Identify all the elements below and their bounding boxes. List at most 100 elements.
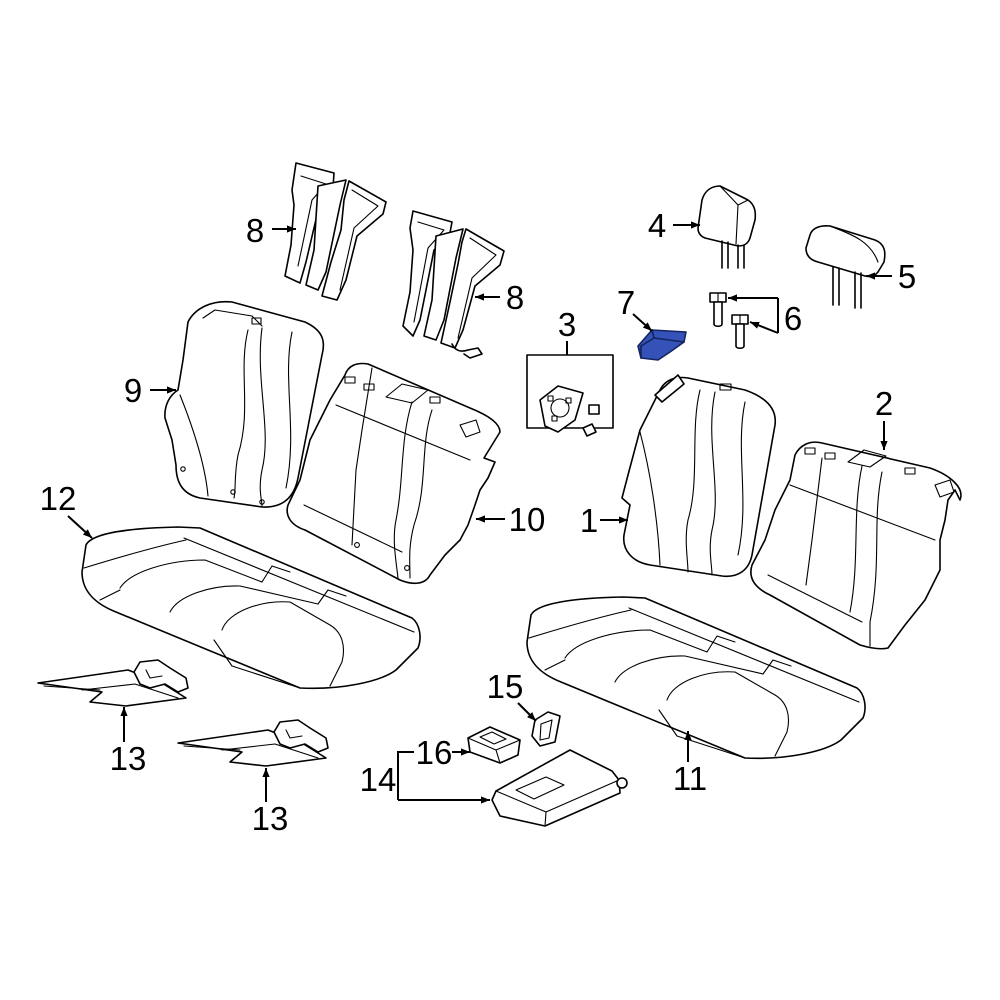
seam-line (628, 607, 860, 703)
seam-line (849, 465, 863, 613)
callout-2: 2 (875, 385, 893, 422)
callout-3: 3 (558, 306, 576, 343)
leader-7 (632, 313, 653, 332)
top-cutout (847, 449, 887, 468)
cushion-outline (526, 596, 866, 760)
seam-line (528, 609, 632, 639)
callout-9: 9 (124, 372, 142, 409)
highlighted-part-body (637, 329, 687, 361)
callout-5: 5 (898, 258, 916, 295)
panel-outline (423, 228, 464, 341)
seam-line (685, 389, 701, 573)
seam-line (119, 559, 263, 589)
latch-slot (547, 395, 554, 402)
seat-cushion-left-12 (81, 526, 421, 690)
callout-6: 6 (784, 300, 802, 337)
seam-line (221, 601, 345, 687)
seatback-side-panels-right (402, 210, 505, 359)
mount-hole (180, 466, 186, 472)
seam-line (409, 409, 433, 579)
seam-line (213, 639, 301, 689)
top-slot (429, 396, 441, 404)
pad-layer (43, 685, 101, 691)
seatback-left-10 (286, 362, 501, 585)
seatback-outline (621, 376, 777, 578)
seam-line (709, 391, 716, 576)
seam-line (259, 327, 266, 507)
callout-8-right: 8 (506, 279, 524, 316)
armrest-end-cap (616, 777, 628, 789)
seam-line (351, 367, 373, 546)
seam-line (303, 504, 403, 553)
seam-line (393, 401, 413, 579)
pad-layer (221, 743, 319, 759)
seam-line (767, 574, 863, 623)
armrest-14 (491, 749, 628, 827)
latch-plate (539, 385, 584, 433)
headrest-5 (805, 225, 886, 309)
top-tab (654, 374, 685, 403)
callout-11: 11 (673, 760, 707, 797)
seatback-left-9 (164, 300, 325, 508)
headrest-guides-6 (709, 292, 749, 350)
small-cover-15 (531, 711, 561, 747)
seam-line (179, 394, 209, 497)
bracket-detail (285, 729, 303, 739)
seam-line (99, 589, 121, 601)
seam-line (829, 225, 879, 263)
side-tab (459, 419, 481, 438)
seam-line (666, 671, 790, 757)
seam-line (202, 309, 263, 327)
top-slot (824, 452, 836, 460)
mount-hole (404, 565, 410, 571)
guide-stem (713, 301, 723, 328)
cover-detail (539, 719, 553, 741)
seam-line (457, 237, 497, 339)
top-slot (719, 383, 732, 391)
seam-line (339, 189, 379, 291)
seam-line (261, 565, 291, 583)
callout-7: 7 (617, 284, 635, 321)
seam-line (564, 629, 708, 659)
latch-kit-3 (526, 354, 614, 437)
cup-recess (515, 776, 565, 800)
bracket-opening (479, 731, 507, 745)
seam-line (869, 471, 883, 647)
panel-outline (305, 179, 347, 291)
highlighted-part-7 (637, 329, 687, 361)
callout-8-left: 8 (246, 212, 264, 249)
seam-line (762, 659, 792, 675)
callout-14: 14 (360, 761, 397, 798)
callout-numbers: 8 8 4 5 7 3 6 9 2 12 10 1 15 16 14 11 13… (40, 207, 917, 837)
seam-line (285, 331, 293, 489)
top-cutout (385, 383, 429, 404)
seatback-right-1 (621, 374, 777, 578)
seam-line (335, 404, 471, 461)
callout-15: 15 (487, 668, 524, 705)
top-tab (251, 317, 262, 325)
callout-10: 10 (509, 501, 546, 538)
latch-slot (565, 397, 572, 404)
leader-15 (517, 702, 537, 722)
wire-connector (451, 343, 483, 359)
cushion-pad-13b (177, 719, 329, 767)
seam-line (735, 204, 739, 245)
mount-hole (230, 489, 236, 495)
callout-13-left: 13 (110, 740, 147, 777)
leader-14-bracket (397, 751, 414, 800)
leader-6-lower (749, 321, 779, 334)
top-slot (804, 447, 816, 455)
seam-line (805, 457, 823, 586)
seam-line (317, 589, 347, 605)
seam-line (614, 655, 764, 683)
headrest-4 (697, 185, 757, 269)
mount-hole (259, 499, 265, 505)
callout-leaders (67, 221, 892, 804)
seatback-side-panels-left (284, 162, 387, 301)
seat-cushion-right-11 (526, 596, 866, 760)
callout-12: 12 (40, 480, 77, 517)
callout-4: 4 (648, 207, 666, 244)
seatback-right-2 (750, 441, 962, 650)
bracket-16 (467, 726, 521, 764)
armrest-edge (544, 811, 547, 827)
